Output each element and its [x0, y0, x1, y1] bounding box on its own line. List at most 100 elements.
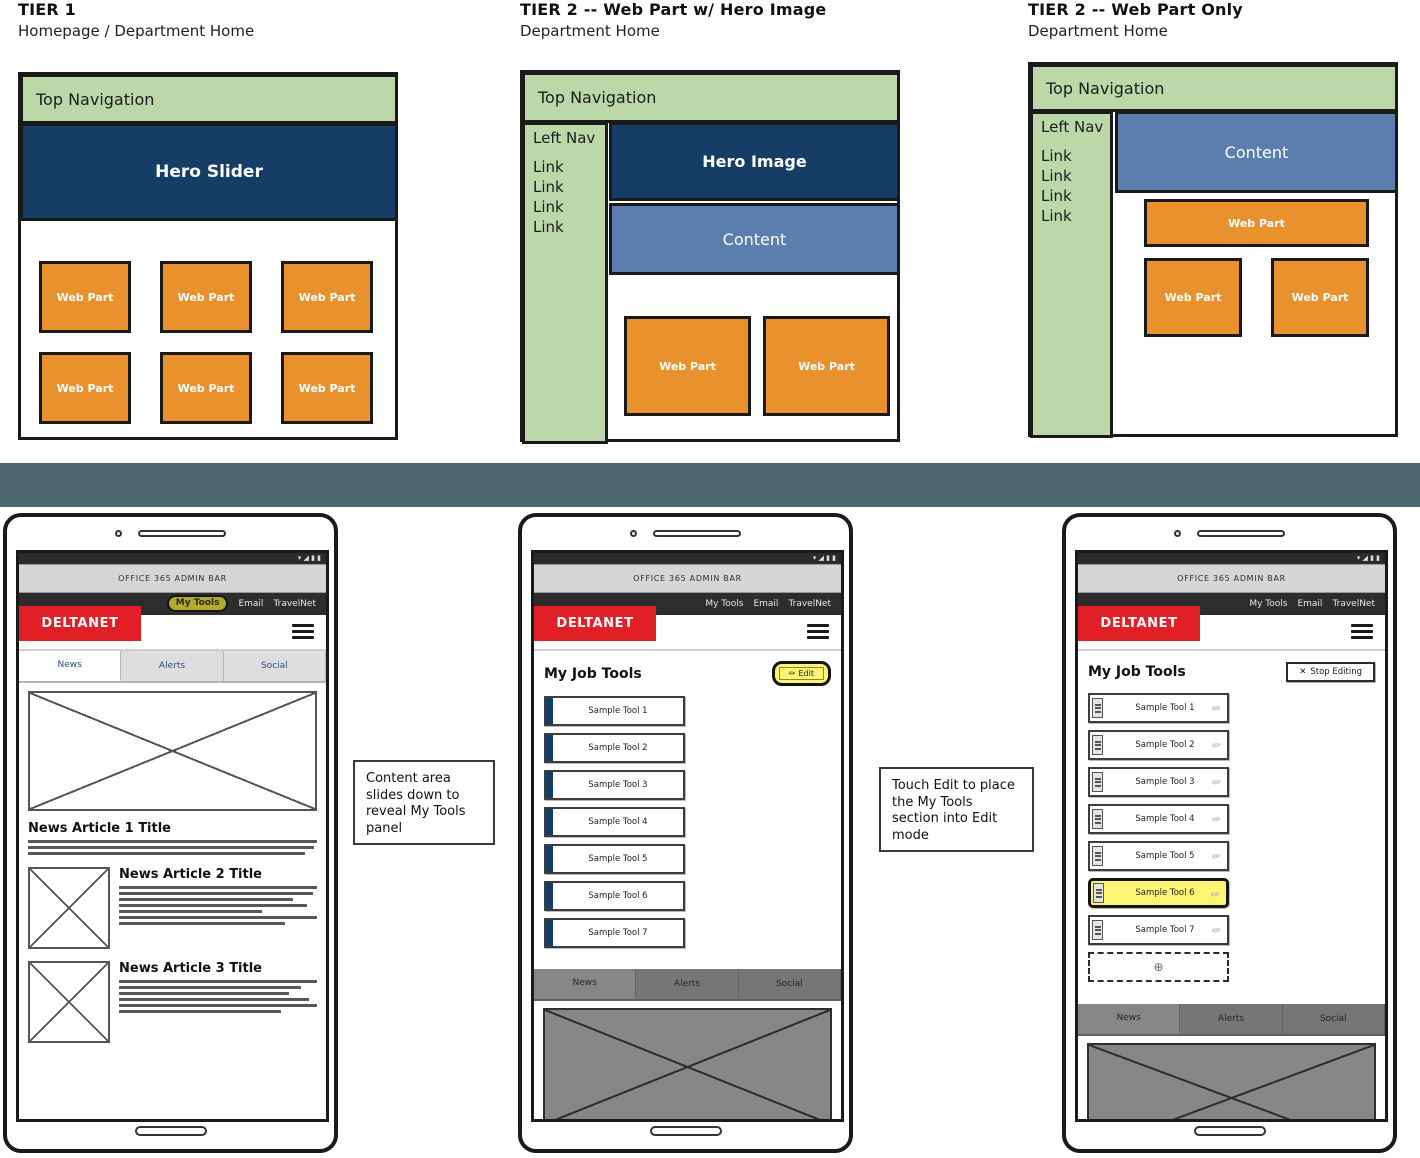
- phone2-home-row: [522, 1113, 849, 1149]
- article-2-title: News Article 2 Title: [119, 867, 262, 882]
- tier1-webpart-5: Web Part: [160, 352, 252, 424]
- tier2a-leftnav-link-3[interactable]: Link: [533, 198, 564, 216]
- tool-tile[interactable]: Sample Tool 2: [544, 733, 685, 763]
- add-tool-tile[interactable]: ⊕: [1088, 952, 1229, 982]
- hero-image-placeholder: [28, 691, 317, 811]
- tool-tile[interactable]: Sample Tool 7 ✏: [1088, 915, 1229, 945]
- phone1-feed: News Article 1 Title News Article 2 Titl…: [19, 683, 326, 1043]
- phone3-panel-header: My Job Tools ✕ Stop Editing: [1078, 651, 1385, 682]
- deltanet-logo[interactable]: DELTANET: [534, 606, 656, 641]
- admin-bar-label: OFFICE 365 ADMIN BAR: [633, 574, 742, 583]
- tab-social[interactable]: Social: [224, 651, 326, 681]
- tab-alerts[interactable]: Alerts: [121, 651, 224, 681]
- tier2b-leftnav-link-3[interactable]: Link: [1041, 187, 1072, 205]
- tab-social[interactable]: Social: [1283, 1004, 1385, 1034]
- tool-tile[interactable]: Sample Tool 7: [544, 918, 685, 948]
- news-article-1[interactable]: News Article 1 Title: [28, 821, 317, 855]
- drag-handle-icon[interactable]: [1092, 809, 1103, 829]
- drag-handle-icon[interactable]: [1092, 698, 1103, 718]
- tier1-webpart-1: Web Part: [39, 261, 131, 333]
- tool-tile[interactable]: Sample Tool 4: [544, 807, 685, 837]
- pencil-icon[interactable]: ✏: [1210, 738, 1223, 753]
- nav-link-travelnet[interactable]: TravelNet: [788, 599, 831, 609]
- tool-tile[interactable]: Sample Tool 1: [544, 696, 685, 726]
- home-button[interactable]: [649, 1126, 722, 1136]
- stop-editing-button[interactable]: ✕ Stop Editing: [1286, 662, 1375, 682]
- hamburger-icon[interactable]: [1351, 624, 1373, 642]
- tier2b-leftnav-link-4[interactable]: Link: [1041, 207, 1072, 225]
- tool-label: Sample Tool 2: [588, 743, 648, 753]
- nav-link-my-tools[interactable]: My Tools: [705, 599, 744, 609]
- nav-link-travelnet[interactable]: TravelNet: [1332, 599, 1375, 609]
- edit-button[interactable]: ✏ Edit: [771, 661, 831, 686]
- home-button[interactable]: [1193, 1126, 1266, 1136]
- phone2-office365-admin-bar[interactable]: OFFICE 365 ADMIN BAR: [534, 564, 841, 593]
- drag-handle-icon[interactable]: [1092, 772, 1103, 792]
- tab-news[interactable]: News: [1078, 1004, 1181, 1034]
- pencil-icon[interactable]: ✏: [1210, 812, 1223, 827]
- drag-handle-icon[interactable]: [1093, 883, 1104, 903]
- drag-handle-icon[interactable]: [1092, 920, 1103, 940]
- nav-link-email[interactable]: Email: [238, 599, 264, 609]
- deltanet-logo[interactable]: DELTANET: [19, 606, 141, 641]
- tool-label: Sample Tool 1: [588, 706, 648, 716]
- tool-accent-bar: [546, 920, 553, 946]
- tab-social[interactable]: Social: [739, 969, 841, 999]
- tab-news[interactable]: News: [19, 651, 122, 681]
- news-article-3[interactable]: News Article 3 Title: [28, 961, 317, 1043]
- tool-tile[interactable]: Sample Tool 1 ✏: [1088, 693, 1229, 723]
- status-icons: ▾ ◢ ▮ ▮: [297, 554, 321, 562]
- tool-tile[interactable]: Sample Tool 3: [544, 770, 685, 800]
- phone-2-my-job-tools: ▾ ◢ ▮ ▮ OFFICE 365 ADMIN BAR My Tools Em…: [518, 513, 853, 1153]
- hamburger-icon[interactable]: [292, 624, 314, 642]
- drag-handle-icon[interactable]: [1092, 846, 1103, 866]
- tier2a-frame: Top Navigation Left Nav Link Link Link L…: [520, 70, 900, 444]
- nav-link-my-tools[interactable]: My Tools: [1249, 599, 1288, 609]
- pencil-icon[interactable]: ✏: [1209, 887, 1222, 902]
- tab-news[interactable]: News: [534, 969, 637, 999]
- tier2a-leftnav-link-1[interactable]: Link: [533, 158, 564, 176]
- tool-tile[interactable]: Sample Tool 3 ✏: [1088, 767, 1229, 797]
- drag-handle-icon[interactable]: [1092, 735, 1103, 755]
- tier1-top-navigation: Top Navigation: [20, 74, 398, 124]
- nav-link-email[interactable]: Email: [753, 599, 779, 609]
- camera-icon: [115, 529, 122, 537]
- phone1-office365-admin-bar[interactable]: OFFICE 365 ADMIN BAR: [19, 564, 326, 593]
- phone2-brand-row: DELTANET: [534, 606, 841, 651]
- tier2b-leftnav-link-2[interactable]: Link: [1041, 167, 1072, 185]
- tier2a-leftnav-link-4[interactable]: Link: [533, 218, 564, 236]
- pencil-icon[interactable]: ✏: [1210, 849, 1223, 864]
- deltanet-logo[interactable]: DELTANET: [1078, 606, 1200, 641]
- nav-link-my-tools[interactable]: My Tools: [166, 594, 229, 612]
- phone3-office365-admin-bar[interactable]: OFFICE 365 ADMIN BAR: [1078, 564, 1385, 593]
- hamburger-icon[interactable]: [807, 624, 829, 642]
- tab-alerts[interactable]: Alerts: [636, 969, 739, 999]
- tier2a-content-label: Content: [722, 229, 787, 249]
- tier2b-leftnav-link-1[interactable]: Link: [1041, 147, 1072, 165]
- tab-alerts[interactable]: Alerts: [1180, 1004, 1283, 1034]
- pencil-icon[interactable]: ✏: [1210, 775, 1223, 790]
- news-article-2[interactable]: News Article 2 Title: [28, 867, 317, 949]
- phone2-screen: ▾ ◢ ▮ ▮ OFFICE 365 ADMIN BAR My Tools Em…: [531, 550, 844, 1122]
- phone2-status-bar: ▾ ◢ ▮ ▮: [534, 553, 841, 564]
- wireframe-tier-2-webpart: TIER 2 -- Web Part Only Department Home: [1028, 0, 1408, 40]
- home-button[interactable]: [134, 1126, 207, 1136]
- my-job-tools-title: My Job Tools: [1088, 664, 1186, 680]
- phone3-screen: ▾ ◢ ▮ ▮ OFFICE 365 ADMIN BAR My Tools Em…: [1075, 550, 1388, 1122]
- phone-3-edit-mode: ▾ ◢ ▮ ▮ OFFICE 365 ADMIN BAR My Tools Em…: [1062, 513, 1397, 1153]
- pencil-icon[interactable]: ✏: [1210, 923, 1223, 938]
- my-job-tools-title: My Job Tools: [544, 665, 642, 682]
- tool-tile[interactable]: Sample Tool 6: [544, 881, 685, 911]
- nav-link-email[interactable]: Email: [1297, 599, 1323, 609]
- tool-tile[interactable]: Sample Tool 5 ✏: [1088, 841, 1229, 871]
- tier2a-left-nav: Left Nav Link Link Link Link: [522, 122, 608, 444]
- nav-link-travelnet[interactable]: TravelNet: [273, 599, 316, 609]
- tier2a-topnav-label: Top Navigation: [538, 88, 657, 107]
- tool-tile-selected[interactable]: Sample Tool 6 ✏: [1088, 878, 1229, 908]
- tool-tile[interactable]: Sample Tool 5: [544, 844, 685, 874]
- tier2a-leftnav-link-2[interactable]: Link: [533, 178, 564, 196]
- tool-tile[interactable]: Sample Tool 2 ✏: [1088, 730, 1229, 760]
- callout-1-text: Content area slides down to reveal My To…: [366, 771, 466, 836]
- tool-tile[interactable]: Sample Tool 4 ✏: [1088, 804, 1229, 834]
- pencil-icon[interactable]: ✏: [1210, 701, 1223, 716]
